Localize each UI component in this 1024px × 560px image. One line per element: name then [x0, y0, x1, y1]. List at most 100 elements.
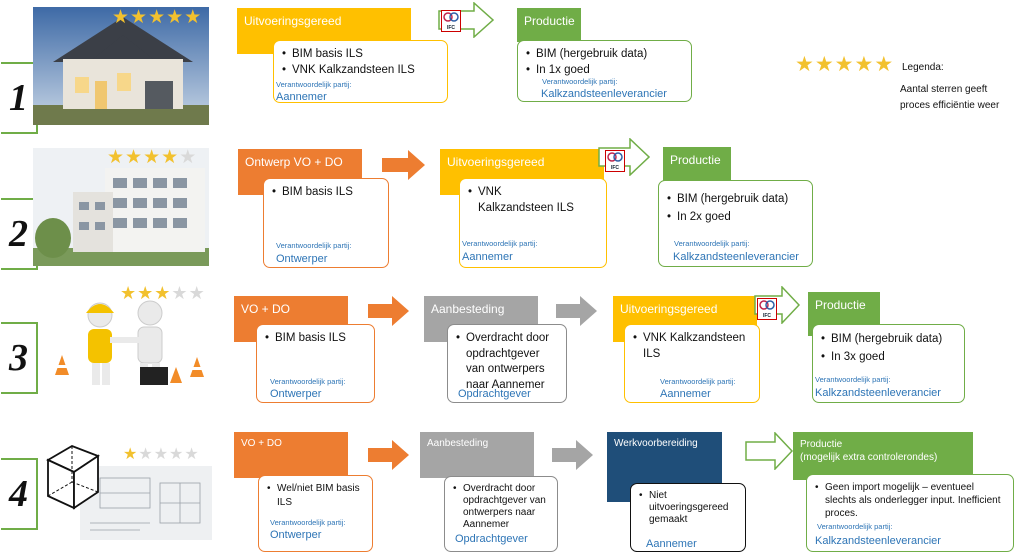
responsible-party: Aannemer [660, 388, 711, 400]
star-icon: ★ [184, 6, 202, 28]
solid-arrow-icon [368, 296, 409, 326]
solid-arrow-icon [382, 150, 425, 180]
legend-stars: ★ ★ ★ ★ ★ [795, 54, 893, 75]
responsible-label: Verantwoordelijk partij: [270, 518, 346, 527]
phase-card: BIM (hergebruik data) In 1x goed [517, 40, 692, 102]
star-icon: ★ [188, 283, 205, 304]
responsible-party: Ontwerper [276, 253, 328, 265]
star-icon: ★ [854, 52, 874, 76]
responsible-party: Kalkzandsteenleverancier [673, 251, 799, 263]
phase-item: Geen import mogelijk – eventueel slechts… [815, 481, 1005, 520]
house-photo [33, 7, 209, 125]
ifc-logo-icon: IFC [441, 10, 461, 32]
phase-item: BIM basis ILS [282, 47, 439, 63]
phase-card: Overdracht door opdrachtgever van ontwer… [447, 324, 567, 403]
star-icon: ★ [138, 444, 153, 463]
responsible-party: Kalkzandsteenleverancier [541, 88, 667, 100]
rating-stars: ★ ★ ★ ★ ★ [120, 285, 205, 303]
row-number: 1 [9, 77, 28, 119]
phase-header: Aanbesteding [420, 432, 534, 478]
phase-card: Overdracht door opdrachtgever van ontwer… [444, 476, 558, 552]
phase-card: BIM basis ILS [256, 324, 375, 403]
star-icon: ★ [143, 146, 161, 168]
legend-title: Legenda: [902, 62, 944, 73]
responsible-party: Opdrachtgever [458, 388, 531, 400]
responsible-party: Aannemer [462, 251, 513, 263]
ifc-logo-icon: IFC [605, 150, 625, 172]
responsible-label: Verantwoordelijk partij: [276, 80, 352, 89]
blueprint-cube [40, 438, 212, 540]
star-icon: ★ [169, 444, 184, 463]
row-number-box: 1 [1, 62, 38, 134]
phase-card: BIM (hergebruik data) In 2x goed [658, 180, 813, 267]
star-icon: ★ [107, 146, 125, 168]
star-icon: ★ [834, 52, 854, 76]
phase-header: Productie [663, 147, 731, 183]
responsible-label: Verantwoordelijk partij: [815, 375, 891, 384]
phase-item: VNK Kalkzandsteen ILS [633, 331, 751, 362]
phase-item: Overdracht door opdrachtgever van ontwer… [456, 331, 558, 393]
responsible-party: Ontwerper [270, 529, 322, 541]
phase-item: Overdracht door opdrachtgever van ontwer… [453, 483, 549, 531]
responsible-label: Verantwoordelijk partij: [276, 241, 352, 250]
rating-stars: ★ ★ ★ ★ ★ [107, 148, 196, 167]
solid-arrow-icon [556, 296, 597, 326]
legend-text: Aantal sterren geeft proces efficiëntie … [900, 84, 1000, 111]
phase-card: Niet uitvoeringsgereed gemaakt [630, 483, 746, 552]
phase-header: Productie [517, 8, 581, 42]
solid-arrow-icon [552, 440, 593, 470]
phase-card: BIM (hergebruik data) In 3x goed [812, 324, 965, 403]
rating-stars: ★ ★ ★ ★ ★ [123, 446, 199, 462]
phase-item: In 1x goed [526, 63, 683, 79]
phase-card: Wel/niet BIM basis ILS [258, 475, 373, 552]
responsible-label: Verantwoordelijk partij: [817, 522, 893, 531]
phase-item: BIM basis ILS [272, 185, 380, 201]
star-icon: ★ [137, 283, 154, 304]
star-icon: ★ [112, 6, 130, 28]
star-icon: ★ [179, 146, 197, 168]
responsible-party: Aannemer [276, 91, 327, 103]
outline-arrow-icon [745, 432, 793, 470]
row-number: 2 [9, 213, 28, 255]
phase-header-subtitle: (mogelijk extra controlerondes) [800, 452, 938, 463]
rating-stars: ★ ★ ★ ★ ★ [112, 8, 201, 27]
phase-item: BIM (hergebruik data) [526, 47, 683, 63]
responsible-party: Aannemer [646, 538, 697, 550]
responsible-label: Verantwoordelijk partij: [270, 377, 346, 386]
star-icon: ★ [120, 283, 137, 304]
star-icon: ★ [161, 146, 179, 168]
responsible-label: Verantwoordelijk partij: [674, 239, 750, 248]
row-number: 4 [9, 473, 28, 515]
ifc-logo-icon: IFC [757, 298, 777, 320]
apartment-building-photo [33, 148, 209, 266]
responsible-party: Kalkzandsteenleverancier [815, 387, 941, 399]
phase-item: Wel/niet BIM basis ILS [267, 482, 364, 509]
phase-card: BIM basis ILS [263, 178, 389, 268]
handshake-figures [40, 285, 210, 393]
star-icon: ★ [130, 6, 148, 28]
phase-item: BIM basis ILS [265, 331, 366, 347]
star-icon: ★ [171, 283, 188, 304]
star-icon: ★ [184, 444, 199, 463]
phase-card: BIM basis ILS VNK Kalkzandsteen ILS [273, 40, 448, 103]
star-icon: ★ [148, 6, 166, 28]
ifc-label: IFC [610, 165, 620, 171]
phase-item: VNK Kalkzandsteen ILS [468, 185, 578, 216]
star-icon: ★ [795, 52, 814, 76]
phase-header: Productie (mogelijk extra controlerondes… [793, 432, 973, 480]
responsible-label: Verantwoordelijk partij: [660, 377, 736, 386]
star-icon: ★ [153, 444, 169, 463]
star-icon: ★ [874, 52, 894, 76]
responsible-party: Ontwerper [270, 388, 322, 400]
phase-header-title: Productie [800, 439, 843, 450]
phase-card: VNK Kalkzandsteen ILS [624, 324, 760, 403]
phase-item: In 2x goed [667, 209, 804, 227]
responsible-label: Verantwoordelijk partij: [462, 239, 538, 248]
phase-card: VNK Kalkzandsteen ILS [459, 178, 607, 268]
row-number-box: 3 [1, 322, 38, 394]
row-number-box: 4 [1, 458, 38, 530]
phase-item: Niet uitvoeringsgereed gemaakt [639, 490, 729, 526]
phase-item: In 3x goed [821, 349, 956, 367]
star-icon: ★ [166, 6, 184, 28]
phase-item: BIM (hergebruik data) [667, 191, 804, 209]
